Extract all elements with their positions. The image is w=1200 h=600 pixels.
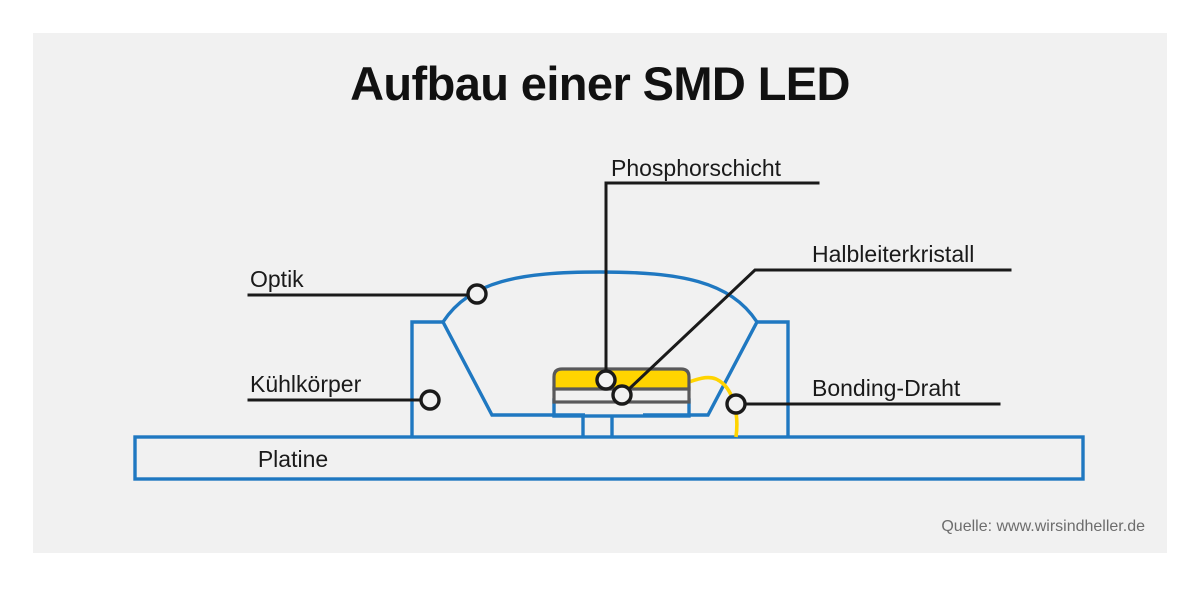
callout-marker-kuehlkoerper [419, 389, 441, 411]
pcb-board [133, 435, 1085, 481]
source-credit: Quelle: www.wirsindheller.de [941, 518, 1145, 535]
callout-marker-bonding-draht [725, 393, 747, 415]
page-title: Aufbau einer SMD LED [350, 57, 850, 110]
label-optik: Optik [250, 266, 304, 292]
phosphor-layer [552, 367, 691, 391]
label-kuehlkoerper: Kühlkörper [250, 371, 362, 397]
label-halbleiterkristall: Halbleiterkristall [812, 241, 974, 267]
label-platine: Platine [258, 446, 328, 472]
callout-phosphorschicht[interactable]: Phosphorschicht [595, 155, 820, 391]
callout-optik[interactable]: Optik [247, 266, 488, 305]
label-bonding-draht: Bonding-Draht [812, 375, 961, 401]
callout-halbleiterkristall[interactable]: Halbleiterkristall [611, 241, 1012, 406]
callout-marker-halbleiterkristall [611, 384, 633, 406]
label-phosphorschicht: Phosphorschicht [611, 155, 782, 181]
callout-bonding-draht[interactable]: Bonding-Draht [725, 375, 1001, 415]
callout-kuehlkoerper[interactable]: Kühlkörper [247, 371, 441, 411]
callout-marker-phosphorschicht [595, 369, 617, 391]
content-panel [33, 33, 1167, 553]
callout-marker-optik [466, 283, 488, 305]
